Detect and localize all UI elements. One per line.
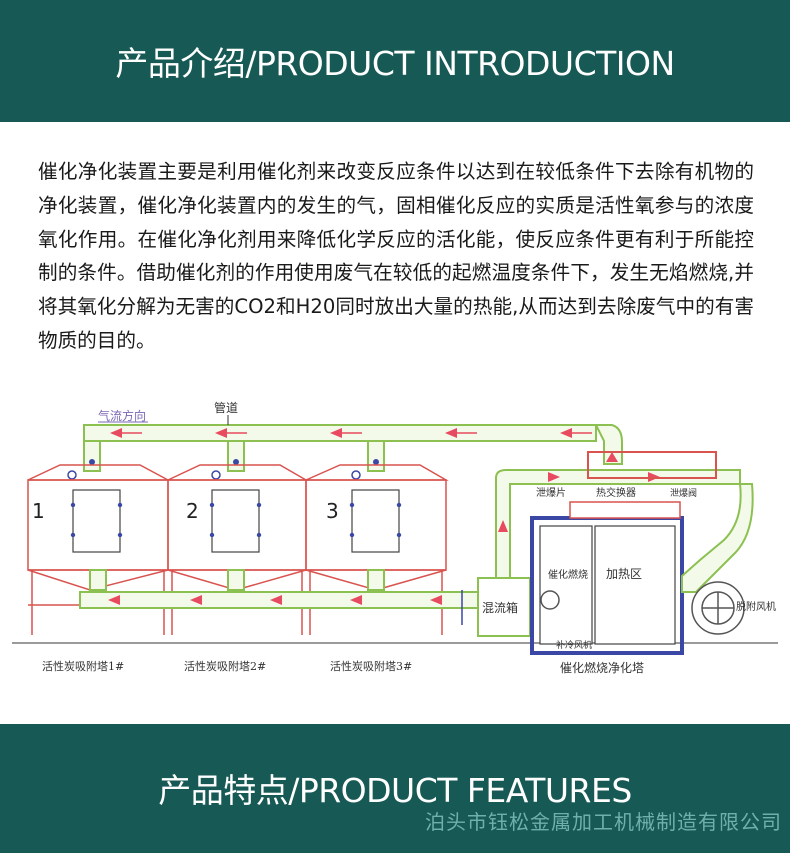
tower-1 bbox=[27, 464, 169, 635]
intro-paragraph: 催化净化装置主要是利用催化剂来改变反应条件以达到在较低条件下去除有机物的净化装置… bbox=[38, 160, 754, 352]
purifier-vessel bbox=[530, 501, 684, 655]
tower-label-2: 活性炭吸附塔2# bbox=[184, 659, 266, 673]
catalytic-label: 催化燃烧 bbox=[548, 568, 588, 581]
tower-label-1: 活性炭吸附塔1# bbox=[42, 659, 124, 673]
features-header-banner: 产品特点/PRODUCT FEATURES bbox=[0, 724, 790, 853]
top-pipe bbox=[83, 424, 623, 465]
purifier-frame bbox=[587, 451, 717, 479]
tower-2 bbox=[167, 464, 309, 635]
purifier-label: 催化燃烧净化塔 bbox=[560, 660, 644, 675]
desorption-fan-label: 脱附风机 bbox=[736, 600, 776, 613]
catalytic-fan-icon bbox=[540, 590, 560, 610]
intro-header-banner: 产品介绍/PRODUCT INTRODUCTION bbox=[0, 0, 790, 122]
burst-vent-label: 泄爆片 bbox=[536, 486, 566, 499]
tower-number-3: 3 bbox=[326, 499, 339, 523]
burst-valve-label: 泄爆阀 bbox=[670, 487, 697, 499]
tower-number-2: 2 bbox=[186, 499, 199, 523]
pipe-label: 管道 bbox=[214, 400, 238, 415]
airflow-label: 气流方向 bbox=[98, 408, 146, 423]
cooling-fan-label: 补冷风机 bbox=[556, 639, 592, 651]
riser-pipes bbox=[83, 440, 385, 472]
tower-outlets bbox=[89, 569, 385, 591]
desorption-fan bbox=[691, 581, 745, 635]
mixing-box-label: 混流箱 bbox=[482, 600, 518, 615]
process-diagram: 气流方向 管道 bbox=[12, 400, 778, 675]
desorption-duct bbox=[681, 483, 754, 593]
tower-3 bbox=[305, 464, 449, 635]
tower-number-1: 1 bbox=[32, 499, 45, 523]
exchanger-feed-pipe bbox=[495, 469, 741, 579]
heating-label: 加热区 bbox=[606, 567, 642, 581]
features-header-title: 产品特点/PRODUCT FEATURES bbox=[158, 771, 632, 810]
tower-door-dots bbox=[70, 502, 402, 538]
heat-exchanger-label: 热交换器 bbox=[596, 486, 636, 499]
mixing-box bbox=[477, 577, 531, 637]
top-pipe-arrows bbox=[110, 428, 592, 438]
bottom-pipe-arrows bbox=[108, 595, 442, 605]
tower-label-3: 活性炭吸附塔3# bbox=[330, 659, 412, 673]
intro-header-title: 产品介绍/PRODUCT INTRODUCTION bbox=[115, 44, 675, 83]
riser-fans bbox=[67, 459, 379, 480]
company-watermark: 泊头市钰松金属加工机械制造有限公司 bbox=[425, 810, 782, 834]
